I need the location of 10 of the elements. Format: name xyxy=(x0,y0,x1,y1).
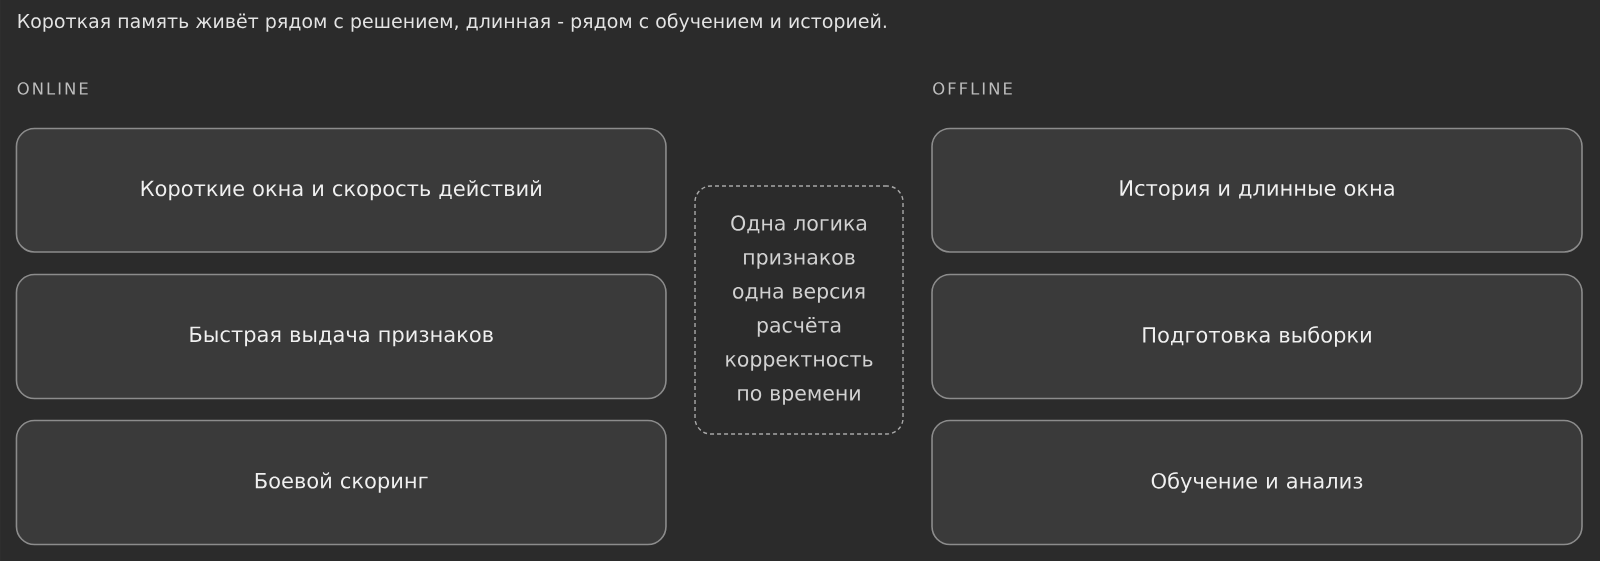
process-box: Подготовка выборки xyxy=(931,273,1583,400)
process-box: История и длинные окна xyxy=(931,127,1583,253)
process-box: Быстрая выдача признаков xyxy=(15,273,667,400)
section-label: OFFLINE xyxy=(933,82,1012,95)
heading: Короткая память живёт рядом с решением, длинная - рядом с обучением и историей. xyxy=(18,13,886,32)
process-box: Боевой скоринг xyxy=(15,419,667,546)
process-box: Короткие окна и скорость действий xyxy=(15,127,667,253)
process-box: Обучение и анализ xyxy=(931,419,1583,546)
note-box: Одна логика признаков одна версия расчёта корректность по времени xyxy=(694,185,904,435)
section-label: ONLINE xyxy=(17,82,88,95)
